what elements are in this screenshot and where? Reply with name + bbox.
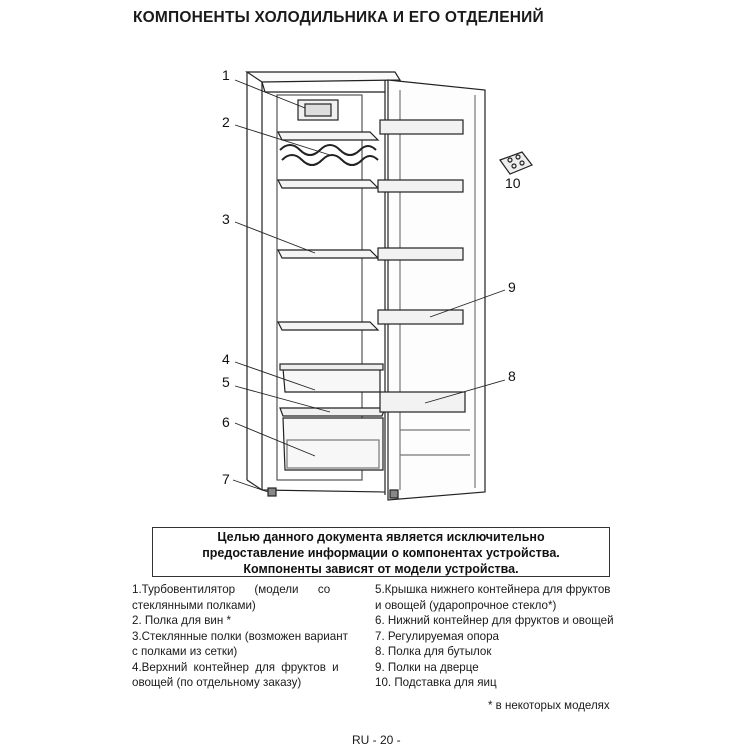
callout-3: 3 — [222, 211, 230, 227]
legend-item: 5.Крышка нижнего контейнера для фруктов … — [375, 582, 625, 613]
legend-item: 2. Полка для вин * — [132, 613, 362, 629]
legend-item: 9. Полки на дверце — [375, 660, 625, 676]
legend-item: 8. Полка для бутылок — [375, 644, 625, 660]
callout-7: 7 — [222, 471, 230, 487]
callout-8: 8 — [508, 368, 516, 384]
callout-9: 9 — [508, 279, 516, 295]
legend-item: 4.Верхний контейнер для фруктов и овощей… — [132, 660, 362, 691]
callout-5: 5 — [222, 374, 230, 390]
legend-item: 1.Турбовентилятор (модели со стеклянными… — [132, 582, 362, 613]
legend-item: 6. Нижний контейнер для фруктов и овощей — [375, 613, 625, 629]
legend-item: 7. Регулируемая опора — [375, 629, 625, 645]
notice-line: Компоненты зависят от модели устройства. — [153, 561, 609, 577]
footnote: * в некоторых моделях — [488, 700, 610, 712]
legend-item: 10. Подставка для яиц — [375, 675, 625, 691]
callout-4: 4 — [222, 351, 230, 367]
legend-left: 1.Турбовентилятор (модели со стеклянными… — [132, 582, 362, 691]
legend-right: 5.Крышка нижнего контейнера для фруктов … — [375, 582, 625, 691]
notice-box: Целью данного документа является исключи… — [152, 527, 610, 577]
page-number: RU - 20 - — [352, 733, 401, 747]
callout-10: 10 — [505, 175, 521, 191]
page-title: КОМПОНЕНТЫ ХОЛОДИЛЬНИКА И ЕГО ОТДЕЛЕНИЙ — [133, 9, 544, 27]
notice-line: Целью данного документа является исключи… — [153, 529, 609, 545]
callout-6: 6 — [222, 414, 230, 430]
callout-2: 2 — [222, 114, 230, 130]
callout-1: 1 — [222, 67, 230, 83]
notice-line: предоставление информации о компонентах … — [153, 545, 609, 561]
legend-item: 3.Стеклянные полки (возможен вариант с п… — [132, 629, 362, 660]
refrigerator-diagram: 1 2 3 4 5 6 7 8 9 10 — [0, 55, 750, 515]
